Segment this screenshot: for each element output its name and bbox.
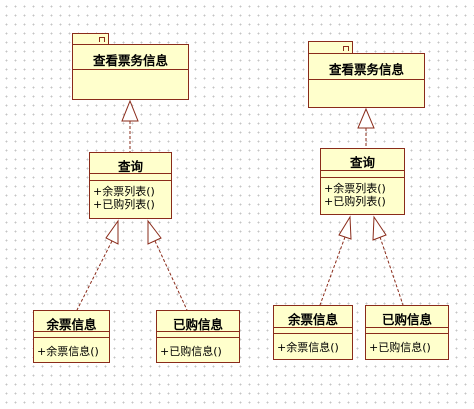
package-tab <box>72 33 109 45</box>
attributes-divider <box>90 173 171 174</box>
arrowhead-query-left <box>105 219 119 245</box>
attributes-divider <box>274 327 352 328</box>
arrowhead-query-left <box>338 215 352 240</box>
class-title: 已购信息 <box>381 312 432 327</box>
operation-item: +已购列表() <box>324 195 386 208</box>
operations-divider <box>321 177 404 178</box>
class-purchased-info[interactable]: 已购信息 +已购信息() <box>365 305 449 360</box>
edge-remaining-to-query <box>76 240 113 311</box>
edge-purchased-to-query <box>379 236 404 306</box>
attributes-divider <box>366 327 448 328</box>
operation-item: +余票信息() <box>277 341 339 354</box>
edge-purchased-to-query <box>154 240 188 311</box>
arrowhead-package <box>357 107 375 129</box>
class-query[interactable]: 查询 +余票列表() +已购列表() <box>89 152 172 219</box>
package-divider <box>73 69 188 70</box>
package-icon <box>343 46 349 51</box>
class-remaining-ticket-info[interactable]: 余票信息 +余票信息() <box>273 305 353 360</box>
operation-item: +余票信息() <box>37 345 99 358</box>
class-purchased-info[interactable]: 已购信息 +已购信息() <box>156 310 240 363</box>
class-title: 余票信息 <box>287 312 338 327</box>
class-query[interactable]: 查询 +余票列表() +已购列表() <box>320 148 405 215</box>
arrowhead-query-right <box>147 219 162 245</box>
attributes-divider <box>157 331 239 332</box>
operations-divider <box>90 180 171 181</box>
operation-item: +已购信息() <box>369 341 431 354</box>
operations-divider <box>157 337 239 338</box>
attributes-divider <box>34 331 109 332</box>
class-remaining-ticket-info[interactable]: 余票信息 +余票信息() <box>33 310 110 363</box>
class-title: 查询 <box>349 155 375 170</box>
arrowhead-package <box>121 99 139 122</box>
class-title: 余票信息 <box>46 317 97 332</box>
operation-item: +已购信息() <box>160 345 222 358</box>
edge-remaining-to-query <box>319 236 346 306</box>
package-view-ticket-info[interactable]: 查看票务信息 <box>72 44 189 100</box>
operations-divider <box>274 333 352 334</box>
class-title: 查询 <box>117 159 143 174</box>
operations-divider <box>366 333 448 334</box>
operation-item: +余票列表() <box>93 185 155 198</box>
class-title: 已购信息 <box>172 317 223 332</box>
operations-divider <box>34 337 109 338</box>
operation-item: +余票列表() <box>324 182 386 195</box>
package-divider <box>309 79 424 80</box>
package-view-ticket-info[interactable]: 查看票务信息 <box>308 53 425 108</box>
attributes-divider <box>321 170 404 171</box>
package-title: 查看票务信息 <box>92 53 168 68</box>
arrowhead-query-right <box>372 215 387 241</box>
package-icon <box>99 37 105 42</box>
operation-item: +已购列表() <box>93 198 155 211</box>
package-tab <box>308 41 353 54</box>
package-title: 查看票务信息 <box>328 62 404 77</box>
